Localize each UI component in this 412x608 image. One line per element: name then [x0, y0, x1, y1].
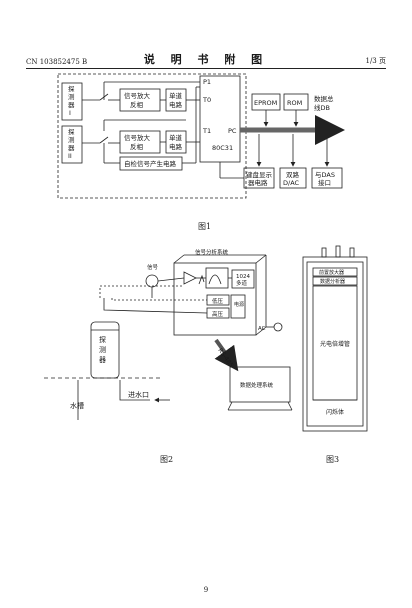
- mca-box: [231, 269, 255, 289]
- das-box: [311, 167, 343, 189]
- fig1-caption: 图1: [198, 222, 212, 231]
- signal-label: 信号: [147, 263, 159, 271]
- det1-label-1: 探: [68, 84, 75, 93]
- sc2-label-1: 单道: [169, 133, 183, 142]
- page-title: 说 明 书 附 图: [143, 53, 269, 66]
- amp2-label-2: 反相: [130, 142, 144, 151]
- det1-label-2: 测: [68, 93, 75, 101]
- t0-label: T0: [202, 96, 211, 104]
- cpu-label: 80C31: [212, 144, 233, 152]
- mca-label-2: 多道: [236, 279, 248, 287]
- das-label-2: 接口: [318, 178, 331, 187]
- page-header: CN 103852475 B 说 明 书 附 图 1/3 页: [26, 50, 386, 69]
- self-check-box: [119, 156, 183, 171]
- fig2-labels: 信号 信号分析系统 1024 多道 低压 高压 电源 AC RS-485 探 测…: [70, 248, 274, 410]
- fig1-diagram: [57, 73, 345, 199]
- det2-label-3: 器: [68, 144, 75, 152]
- rs485-arrow: [214, 338, 239, 372]
- dps-label: 数据处理系统: [240, 381, 274, 389]
- tank-label: 水槽: [70, 401, 84, 410]
- shaper-box: [205, 267, 229, 289]
- detector-2-box: [61, 125, 83, 164]
- selfcheck-label: 自检信号产生电路: [124, 159, 177, 168]
- amp1-label-2: 反相: [130, 100, 144, 109]
- det1-label-4: I: [69, 109, 71, 117]
- sc1-label-1: 单道: [169, 91, 183, 100]
- hv-label: 高压: [212, 310, 224, 318]
- sc1-label-2: 电路: [169, 100, 183, 109]
- bus-label-1: 数据总: [314, 94, 334, 103]
- analyzer-box: [312, 276, 358, 286]
- detector-cylinder: [90, 321, 120, 379]
- detector-1-box: [61, 82, 83, 121]
- rom-label: ROM: [287, 99, 302, 107]
- fig3-diagram: [302, 245, 368, 432]
- t1-label: T1: [202, 127, 211, 135]
- fig2-caption: 图2: [160, 455, 174, 464]
- system-label: 信号分析系统: [195, 248, 229, 256]
- ac-symbol: [273, 322, 283, 332]
- fig3-labels: 前置放大器 数据分析器 光电倍增管 闪烁体: [319, 269, 350, 416]
- mca-label-1: 1024: [236, 274, 250, 280]
- preamp-box: [312, 267, 358, 277]
- analyzer-label: 数据分析器: [320, 278, 345, 285]
- dac-label-1: 双路: [286, 170, 300, 179]
- detector-label-1: 探: [99, 335, 106, 344]
- kbd-label-2: 器电路: [248, 178, 268, 187]
- rs485-label: RS-485: [216, 347, 234, 369]
- fig1-labels: 探 测 器 I 探 测 器 II 信号放大 反相 信号放大 反相 单道 电路 单…: [68, 78, 335, 187]
- dac-box: [279, 167, 307, 189]
- det1-label-3: 器: [68, 101, 75, 109]
- det2-label-2: 测: [68, 136, 75, 144]
- eprom-label: EPROM: [254, 99, 277, 107]
- det2-label-4: II: [68, 152, 72, 160]
- pmt-label: 光电倍增管: [320, 340, 350, 348]
- scint-label: 闪烁体: [326, 408, 344, 416]
- p1-label: P1: [203, 78, 211, 86]
- preamp-label: 前置放大器: [319, 269, 344, 276]
- sc2-label-2: 电路: [169, 142, 183, 151]
- page-indicator: 1/3 页: [365, 57, 387, 65]
- dac-label-2: D/AC: [283, 179, 300, 187]
- psu-box: [230, 294, 246, 319]
- detector-label-3: 器: [99, 356, 106, 364]
- psu-label: 电源: [234, 301, 244, 308]
- amp1-label-1: 信号放大: [124, 91, 151, 100]
- det2-label-1: 探: [68, 127, 75, 136]
- signal-meter: [145, 274, 159, 288]
- inlet-label: 进水口: [128, 390, 149, 399]
- bus-label-2: 线DB: [314, 103, 330, 112]
- lv-label: 低压: [212, 297, 224, 305]
- probe-outer: [302, 256, 368, 432]
- das-label-1: 与DAS: [315, 171, 335, 179]
- fig3-caption: 图3: [326, 455, 340, 464]
- fig2-diagram: [44, 254, 293, 420]
- page-number: 9: [203, 586, 209, 594]
- ac-label: AC: [258, 326, 266, 332]
- detector-label-2: 测: [99, 346, 106, 354]
- kbd-label-1: 键盘显示: [246, 170, 273, 179]
- amp2-label-1: 信号放大: [124, 133, 151, 142]
- pc-label: PC: [228, 127, 237, 135]
- dps-box: [229, 366, 291, 403]
- patent-number: CN 103852475 B: [26, 58, 88, 66]
